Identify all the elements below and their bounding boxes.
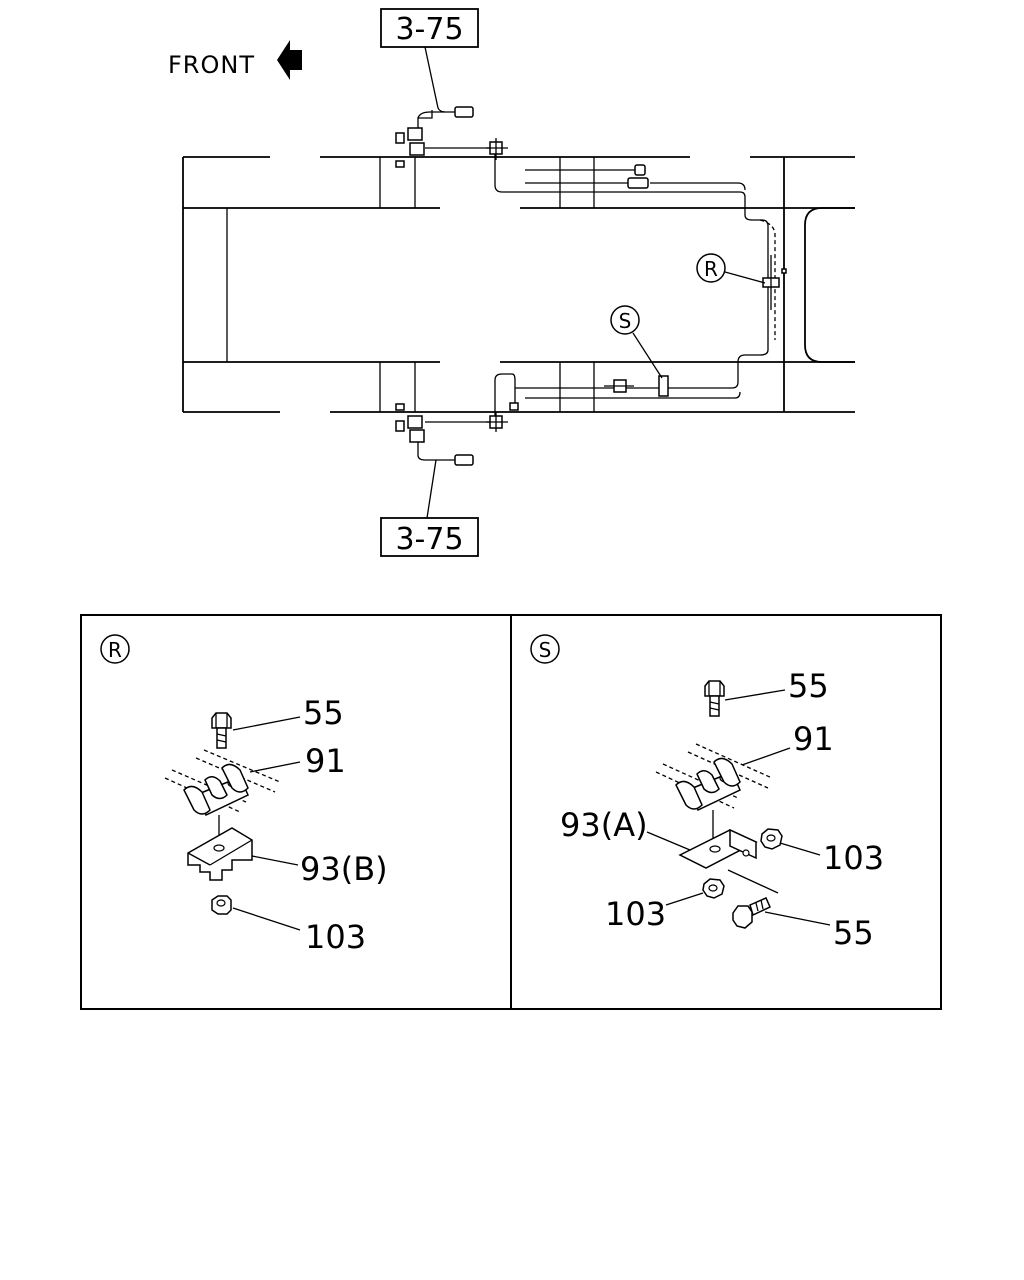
nut-103-s-left [702, 878, 725, 899]
callout-r-top: R [696, 253, 766, 284]
detail-r-part-91: 91 [305, 742, 346, 780]
bolt-55-s-bottom [732, 897, 771, 929]
detail-panels-frame [80, 614, 942, 1010]
front-direction-indicator: FRONT [168, 40, 302, 80]
reference-label-bottom: 3-75 [395, 522, 463, 557]
detail-s-part-93a: 93(A) [560, 806, 648, 844]
clamp-91-r [164, 749, 281, 816]
detail-s-panel: S 55 91 [530, 634, 884, 952]
detail-s-part-55-top: 55 [788, 667, 829, 705]
detail-r-part-55: 55 [303, 694, 344, 732]
bolt-55-s-top [704, 680, 725, 717]
detail-r-part-103: 103 [305, 918, 366, 956]
detail-s-callout: S [539, 638, 552, 662]
bracket-93b [187, 827, 253, 881]
detail-s-part-91: 91 [793, 720, 834, 758]
detail-r-part-93b: 93(B) [300, 850, 388, 888]
bolt-55-r [211, 712, 232, 749]
reference-box-top: 3-75 [380, 8, 479, 113]
reference-box-bottom: 3-75 [380, 459, 479, 557]
clamp-91-s [655, 743, 773, 811]
brake-pipe-routing [395, 106, 787, 466]
callout-s-top-label: S [619, 309, 632, 333]
detail-r-callout: R [108, 638, 122, 662]
callout-s-top: S [610, 305, 663, 379]
detail-s-part-103-right: 103 [823, 839, 884, 877]
detail-s-part-103-left: 103 [605, 895, 666, 933]
front-arrow-icon [277, 40, 302, 80]
front-label: FRONT [168, 51, 255, 79]
chassis-frame [182, 155, 855, 414]
detail-s-part-55-bottom: 55 [833, 914, 874, 952]
nut-103-s-right [760, 828, 783, 850]
detail-r-panel: R 55 91 [100, 634, 388, 956]
callout-r-top-label: R [704, 257, 718, 281]
bracket-93a [678, 828, 758, 869]
nut-103-r [211, 895, 232, 915]
reference-label-top: 3-75 [395, 12, 463, 47]
